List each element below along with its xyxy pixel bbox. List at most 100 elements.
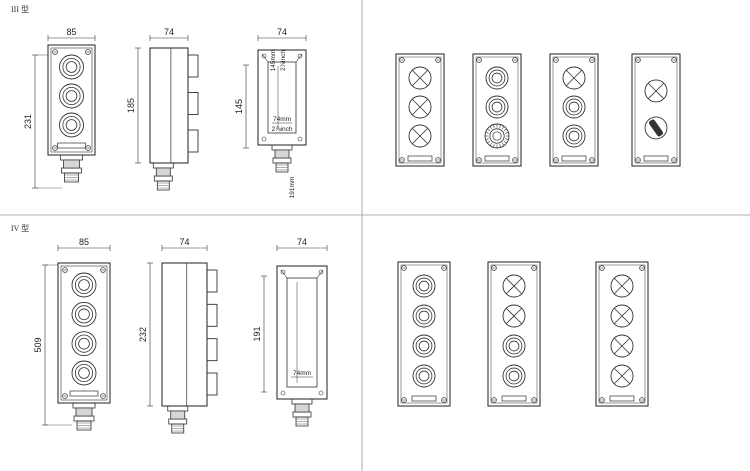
button-bezel — [565, 127, 583, 145]
lamp-cross — [412, 70, 428, 86]
indicator-lamp-icon — [610, 364, 634, 388]
lamp-ring — [562, 66, 586, 90]
screw-icon — [52, 145, 58, 151]
screw-head — [100, 267, 106, 273]
lamp-cross — [614, 338, 630, 354]
push-button-icon — [412, 274, 436, 298]
button-protrusion — [206, 372, 218, 396]
screw-icon — [589, 157, 595, 163]
screw-head — [435, 157, 441, 163]
screw-icon — [639, 265, 645, 271]
mount-hole — [280, 390, 286, 396]
side-outline — [161, 262, 208, 407]
screw-head — [441, 265, 447, 271]
variant-outline — [397, 261, 451, 407]
variant-enclosure — [472, 53, 522, 167]
estop-ridge — [503, 128, 507, 132]
lamp-ring — [610, 304, 634, 328]
screw-head — [476, 157, 482, 163]
back-outline — [276, 265, 328, 400]
button-protrusion — [206, 269, 218, 293]
button-bezel — [62, 57, 81, 77]
screw-icon — [531, 397, 537, 403]
screw-head — [553, 157, 559, 163]
side-outline — [149, 47, 189, 164]
estop-ridge — [499, 144, 501, 148]
screw-icon — [399, 157, 405, 163]
button-bezel — [62, 86, 81, 106]
screw-icon — [671, 57, 677, 63]
horizontal-dimension: 74 — [257, 27, 307, 41]
horizontal-dimension: 74 — [276, 237, 328, 251]
gland-cap — [153, 175, 173, 182]
selector-switch-icon — [644, 116, 668, 140]
button-ring — [59, 112, 84, 138]
vertical-dimension: 231 — [23, 54, 38, 189]
variant-lid — [400, 264, 448, 404]
screw-icon — [476, 57, 482, 63]
estop-ridge — [493, 144, 495, 148]
button-cap — [65, 90, 78, 102]
inner-width-inch-label: 2⅞inch — [272, 126, 293, 133]
indicator-lamp-icon — [610, 274, 634, 298]
variant-nameplate — [407, 155, 433, 162]
button-ring — [562, 95, 586, 119]
screw-head — [85, 49, 91, 55]
indicator-lamp-icon — [502, 304, 526, 328]
button-ring — [485, 95, 509, 119]
vertical-dimension: 191 — [252, 275, 267, 393]
button-ring — [71, 331, 97, 357]
gland-nut — [72, 402, 96, 409]
variant-enclosure — [487, 261, 541, 407]
variant-nameplate — [561, 155, 587, 162]
estop-ridge — [501, 142, 505, 146]
enclosure-lid — [60, 265, 108, 401]
variant-enclosure — [631, 53, 681, 167]
button-ring — [562, 124, 586, 148]
inner-cavity — [286, 277, 318, 388]
screw-icon — [100, 267, 106, 273]
lamp-ring — [502, 304, 526, 328]
estop-ridge — [493, 124, 495, 128]
screw-head — [491, 397, 497, 403]
estop-ridge — [505, 132, 509, 134]
lamp-ring — [408, 95, 432, 119]
button-bezel — [565, 98, 583, 116]
mount-hole — [261, 136, 267, 142]
screw-head — [635, 157, 641, 163]
screw-head — [441, 397, 447, 403]
inner-cavity — [267, 61, 297, 134]
dimension-label: 145 — [234, 99, 244, 114]
gland-cap — [168, 418, 188, 425]
button-protrusion — [187, 129, 199, 153]
screw-head — [589, 157, 595, 163]
push-button-icon — [562, 95, 586, 119]
screw-icon — [476, 157, 482, 163]
button-cap — [418, 280, 430, 292]
section-label: IV 型 — [11, 224, 29, 233]
lamp-ring — [610, 274, 634, 298]
screw-head — [476, 57, 482, 63]
push-button-icon — [502, 334, 526, 358]
estop-ridge — [505, 138, 509, 140]
screw-head — [100, 393, 106, 399]
lamp-ring — [408, 66, 432, 90]
lamp-cross — [506, 308, 522, 324]
button-cap — [418, 340, 430, 352]
button-protrusion — [187, 92, 199, 115]
push-button-icon — [502, 364, 526, 388]
screw-head — [399, 157, 405, 163]
lamp-cross — [412, 128, 428, 144]
button-cap — [78, 367, 90, 379]
inner-height-label: 191mm — [289, 177, 296, 199]
screw-head — [52, 49, 58, 55]
variant-lid — [398, 56, 442, 164]
button-bezel — [488, 69, 506, 87]
push-button-icon — [485, 66, 509, 90]
button-protrusion — [206, 338, 218, 362]
lamp-cross — [566, 70, 582, 86]
vertical-dimension: 185 — [126, 47, 141, 164]
